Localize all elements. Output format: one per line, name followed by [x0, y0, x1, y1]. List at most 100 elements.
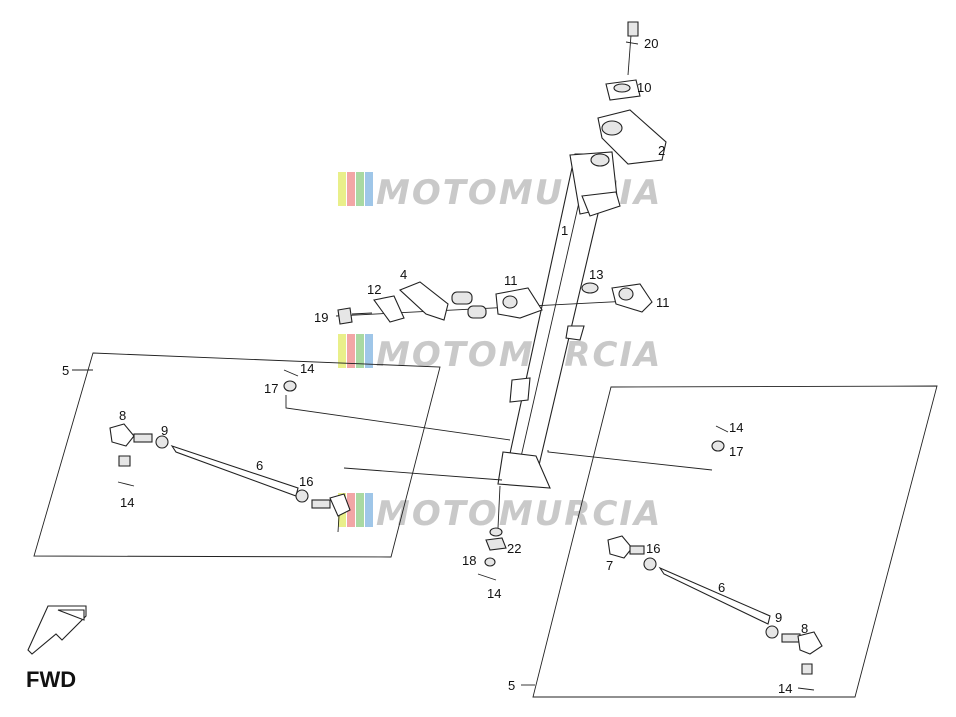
callout-11: 11 [504, 273, 518, 288]
watermark-stripe-2 [347, 172, 355, 206]
fwd-label: FWD [26, 667, 76, 692]
castle-nut-part-17-right [711, 440, 725, 452]
tie-rod-end-thread-inner-left [311, 499, 331, 509]
tie-rod-end-nut-right [801, 663, 813, 675]
callout-17: 17 [729, 444, 743, 459]
upper-clamp-hole [613, 83, 631, 93]
lock-nut-part-16-left [295, 489, 309, 503]
callout-18: 18 [462, 553, 476, 568]
watermark-stripe-4 [365, 334, 373, 368]
callout-14: 14 [778, 681, 792, 696]
handlebar-holder-part-2 [597, 109, 667, 165]
upper-clamp-part-10 [605, 79, 641, 101]
watermark-middle: MOTOMURCIA [338, 334, 662, 375]
bracket-part-12 [373, 295, 405, 323]
callout-5: 5 [62, 363, 69, 378]
tie-rod-end-part-8-left [109, 423, 135, 447]
castle-nut-part-17-left [283, 380, 297, 392]
tie-rod-end-nut-left [118, 455, 131, 467]
tie-rod-end-thread-right [781, 633, 801, 643]
shaft-pitman-arm [509, 377, 531, 403]
bushing-upper [451, 291, 473, 305]
callout-1: 1 [561, 223, 568, 238]
washer-part-18 [484, 557, 496, 567]
washer-part-22-top [489, 527, 503, 537]
callout-14: 14 [120, 495, 134, 510]
lower-shaft-parts [477, 485, 507, 581]
callout-19: 19 [314, 310, 328, 325]
tie-rod-end-thread-right-inner [629, 545, 645, 555]
watermark-text: MOTOMURCIA [376, 173, 662, 213]
watermark-bottom: MOTOMURCIA [338, 493, 662, 534]
linkage-group [335, 281, 653, 325]
callout-12: 12 [367, 282, 381, 297]
watermark-stripe-2 [347, 334, 355, 368]
watermark-stripe-3 [356, 334, 364, 368]
bolt-part-19 [337, 307, 353, 325]
callout-22: 22 [507, 541, 521, 556]
callout-6: 6 [256, 458, 263, 473]
tie-rod-end-part-7 [607, 535, 633, 559]
watermark-stripe-4 [365, 493, 373, 527]
clamp-left-hole [502, 295, 518, 309]
watermark-text: MOTOMURCIA [376, 494, 662, 534]
lock-nut-part-9-left [155, 435, 169, 449]
callout-11: 11 [656, 295, 670, 310]
tie-rod-end-inner-left [329, 493, 351, 517]
nut-part-22 [485, 537, 507, 551]
callout-5: 5 [508, 678, 515, 693]
callout-13: 13 [589, 267, 603, 282]
watermark-stripe-1 [338, 334, 346, 368]
lock-nut-part-16-right [643, 557, 657, 571]
nut-part-13 [581, 282, 599, 294]
callout-20: 20 [644, 36, 658, 51]
callout-9: 9 [161, 423, 168, 438]
tie-rod-part-6-right [658, 566, 771, 625]
forward-direction-indicator: FWD [26, 605, 87, 692]
steering-shaft [497, 151, 621, 489]
callout-labels: 20 10 2 1 4 12 19 11 13 11 5 14 17 8 9 6… [62, 36, 808, 696]
watermark-text: MOTOMURCIA [376, 335, 662, 375]
lock-nut-part-9-right [765, 625, 779, 639]
callout-10: 10 [637, 80, 651, 95]
callout-6: 6 [718, 580, 725, 595]
tie-rod-assembly-left [33, 352, 511, 558]
callout-14: 14 [729, 420, 743, 435]
tie-rod-end-thread-left [133, 433, 153, 443]
watermark-stripe-4 [365, 172, 373, 206]
callout-16: 16 [299, 474, 313, 489]
handlebar-holder-hole [601, 120, 623, 136]
callout-8: 8 [801, 621, 808, 636]
watermark-stripe-2 [347, 493, 355, 527]
right-assembly-frame [532, 385, 938, 698]
clamp-right-hole [618, 287, 634, 301]
shaft-upper-collar [581, 191, 621, 217]
watermark-stripe-1 [338, 172, 346, 206]
clamp-part-11-left [495, 287, 543, 319]
tie-rod-assembly-right [521, 385, 938, 698]
callout-2: 2 [658, 143, 665, 158]
top-bolt-part-20 [625, 21, 639, 76]
shaft-top-bushing [590, 153, 610, 167]
clamp-part-11-right [611, 283, 653, 313]
top-bolt-head [627, 21, 639, 37]
callout-8: 8 [119, 408, 126, 423]
callout-14: 14 [300, 361, 314, 376]
watermark-stripe-3 [356, 172, 364, 206]
shaft-lower-arm [497, 451, 551, 489]
callout-9: 9 [775, 610, 782, 625]
callout-17: 17 [264, 381, 278, 396]
tie-rod-end-part-8-right [797, 631, 823, 655]
callout-4: 4 [400, 267, 407, 282]
bushing-lower [467, 305, 487, 319]
left-assembly-frame [33, 352, 441, 558]
callout-14: 14 [487, 586, 501, 601]
tie-rod-part-6-left [170, 444, 299, 497]
callout-7: 7 [606, 558, 613, 573]
shaft-mid-bracket [565, 325, 585, 341]
fwd-arrow-icon [27, 605, 87, 655]
callout-16: 16 [646, 541, 660, 556]
watermark-stripe-3 [356, 493, 364, 527]
